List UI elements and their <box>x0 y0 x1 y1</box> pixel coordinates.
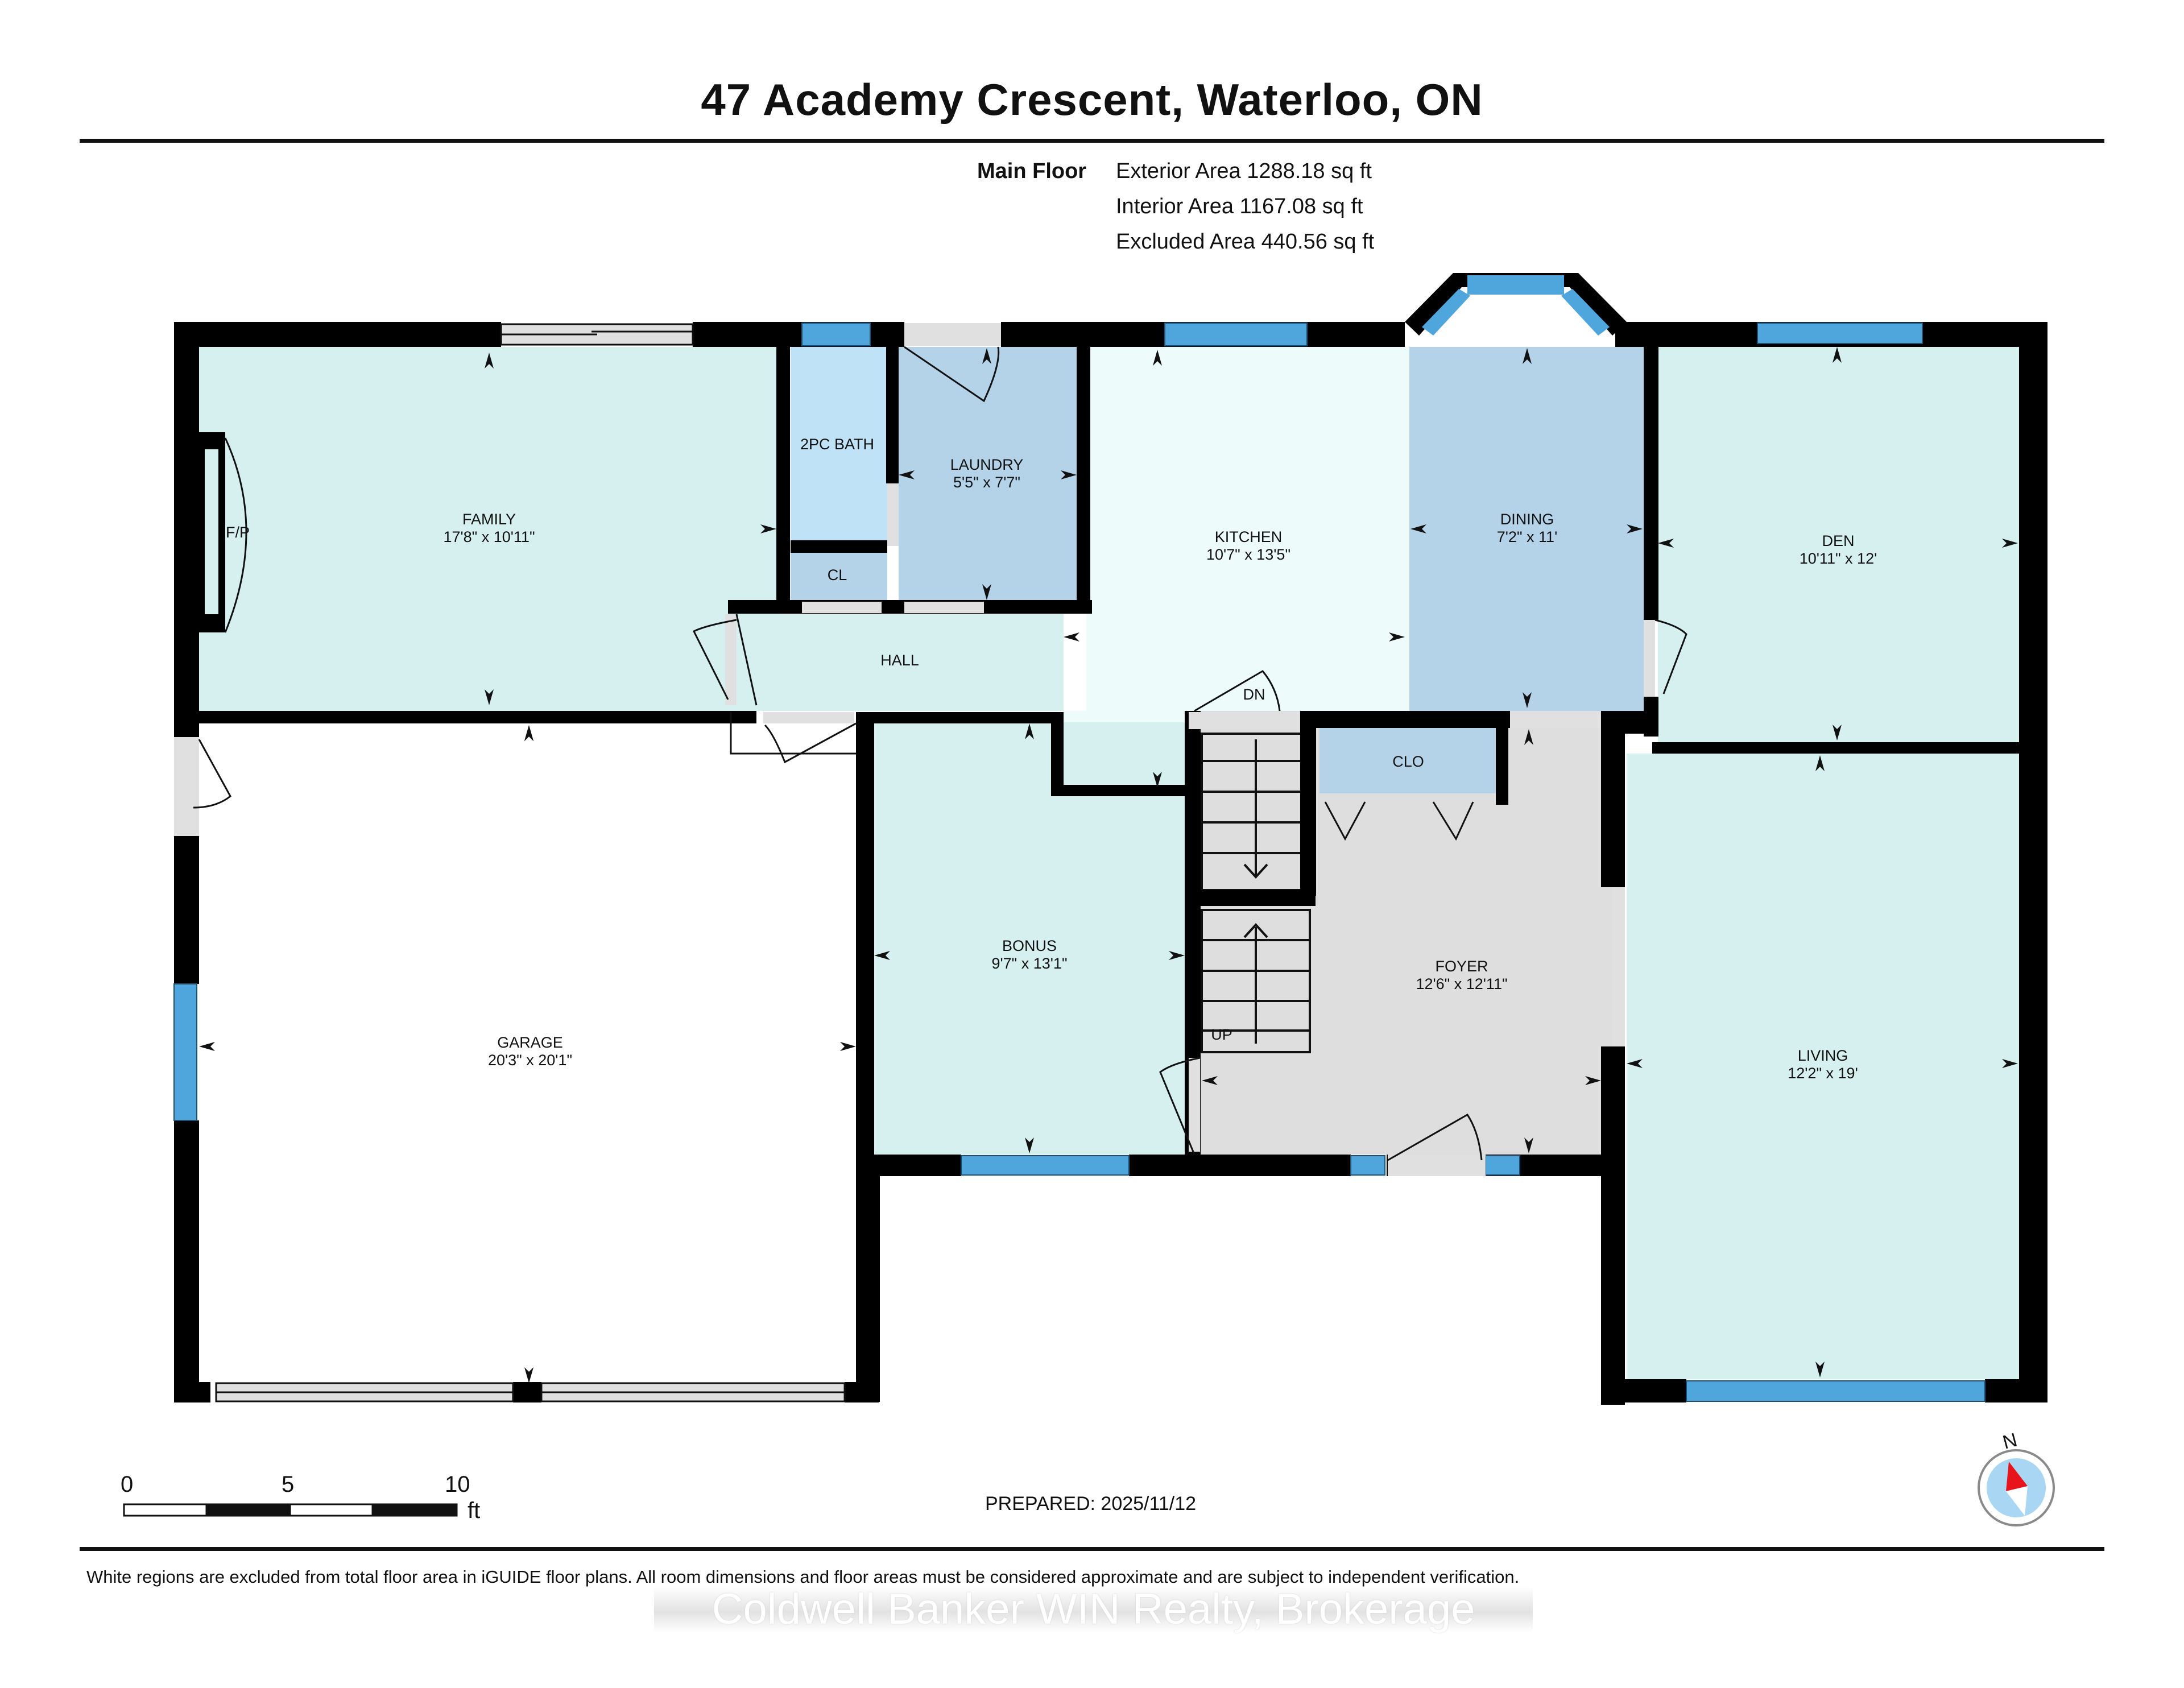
door-swings <box>193 346 1687 1161</box>
family-dims: 17'8" x 10'11" <box>443 528 535 545</box>
scale-tick-10: 10 <box>445 1472 470 1497</box>
scale-unit: ft <box>468 1498 481 1523</box>
clo-closet <box>1320 728 1496 793</box>
stairs-up <box>1201 909 1311 1053</box>
prepared-date: PREPARED: 2025/11/12 <box>985 1493 1197 1515</box>
kitchen-room <box>1086 347 1410 711</box>
dining-dims: 7'2" x 11' <box>1497 528 1557 545</box>
foyer-label: FOYER <box>1435 958 1488 975</box>
laundry-dims: 5'5" x 7'7" <box>953 474 1020 491</box>
top-divider <box>80 139 2104 143</box>
garage-room <box>199 722 856 1385</box>
scale-tick-5: 5 <box>282 1472 295 1497</box>
cl-closet <box>791 553 887 604</box>
dimension-arrows <box>199 347 2018 1383</box>
cl-label: CL <box>828 566 847 584</box>
garage-label: GARAGE <box>497 1034 563 1051</box>
garage-dims: 20'3" x 20'1" <box>488 1052 572 1069</box>
scale-tick-0: 0 <box>121 1472 134 1497</box>
hall-room <box>737 614 1064 711</box>
doors <box>215 323 846 1402</box>
bonus-dims: 9'7" x 13'1" <box>991 955 1067 972</box>
family-label: FAMILY <box>462 511 516 528</box>
brokerage-watermark: Coldwell Banker WIN Realty, Brokerage <box>654 1587 1533 1632</box>
disclaimer-text: White regions are excluded from total fl… <box>86 1567 1520 1587</box>
kitchen-dims: 10'7" x 13'5" <box>1206 546 1290 563</box>
stairs-down <box>1201 733 1311 891</box>
bath-label: 2PC BATH <box>800 436 874 453</box>
walls <box>174 322 2048 1405</box>
living-label: LIVING <box>1798 1047 1848 1064</box>
dining-label: DINING <box>1500 511 1554 528</box>
hall-label: HALL <box>880 652 919 669</box>
stairs-up-label: UP <box>1211 1026 1232 1043</box>
foyer-dims: 12'6" x 12'11" <box>1416 975 1507 992</box>
den-room <box>1658 344 2019 742</box>
door-openings <box>174 323 1655 1176</box>
stairs-down-label: DN <box>1243 686 1265 703</box>
kitchen-label: KITCHEN <box>1215 528 1283 545</box>
scale-bar <box>123 1503 458 1517</box>
compass-icon: N <box>1978 1429 2055 1526</box>
den-label: DEN <box>1822 532 1854 549</box>
clo-label: CLO <box>1392 753 1424 770</box>
floor-label: Main Floor <box>977 159 1087 183</box>
excluded-area: Excluded Area 440.56 sq ft <box>1116 230 1375 254</box>
bath-room <box>791 347 887 540</box>
page-title: 47 Academy Crescent, Waterloo, ON <box>701 75 1483 125</box>
family-room <box>199 347 779 711</box>
interior-area: Interior Area 1167.08 sq ft <box>1116 195 1363 218</box>
compass-north-label: N <box>2000 1429 2020 1454</box>
windows <box>173 322 1986 1402</box>
living-dims: 12'2" x 19' <box>1788 1065 1858 1082</box>
bottom-divider <box>80 1547 2104 1551</box>
laundry-label: LAUNDRY <box>950 456 1024 473</box>
dining-room <box>1409 347 1644 711</box>
fireplace-label: F/P <box>226 524 250 541</box>
bay-window <box>1405 273 1627 336</box>
bonus-label: BONUS <box>1002 937 1057 954</box>
den-dims: 10'11" x 12' <box>1800 550 1877 567</box>
exterior-area: Exterior Area 1288.18 sq ft <box>1116 159 1372 183</box>
living-room <box>1627 754 2025 1379</box>
